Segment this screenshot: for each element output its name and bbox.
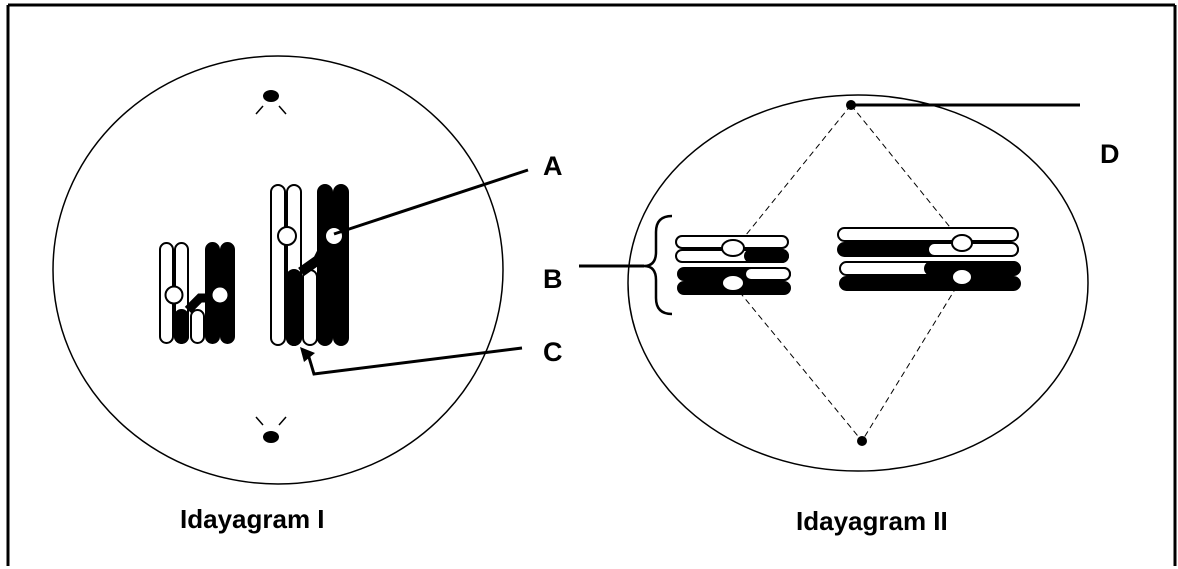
label-b: B [543,264,563,294]
cell-2-membrane [627,94,1089,472]
spindle-pole-bottom [857,436,867,446]
label-b-pointer: B [543,214,673,316]
spindle-fibres [732,104,963,442]
label-d-pointer: D [853,103,1120,169]
large-bivalent-metaphase [837,227,1021,291]
figure-frame [6,3,1177,566]
label-d: D [1100,139,1120,169]
diagram-1: A C Idayagram I [52,55,563,534]
label-c-pointer: C [300,337,563,376]
large-bivalent [270,184,349,346]
small-bivalent [159,242,235,344]
label-a: A [543,151,563,181]
label-a-pointer: A [333,151,563,236]
label-c: C [543,337,563,367]
spindle-pole-top [846,100,856,110]
caption-diagram-1: Idayagram I [180,504,325,534]
centriole-top [255,90,287,115]
cell-1-membrane [52,55,504,485]
caption-diagram-2: Idayagram II [796,506,948,536]
diagram-2: D B Idayag [543,94,1120,536]
small-bivalent-metaphase [675,235,791,295]
centriole-bottom [255,416,287,443]
